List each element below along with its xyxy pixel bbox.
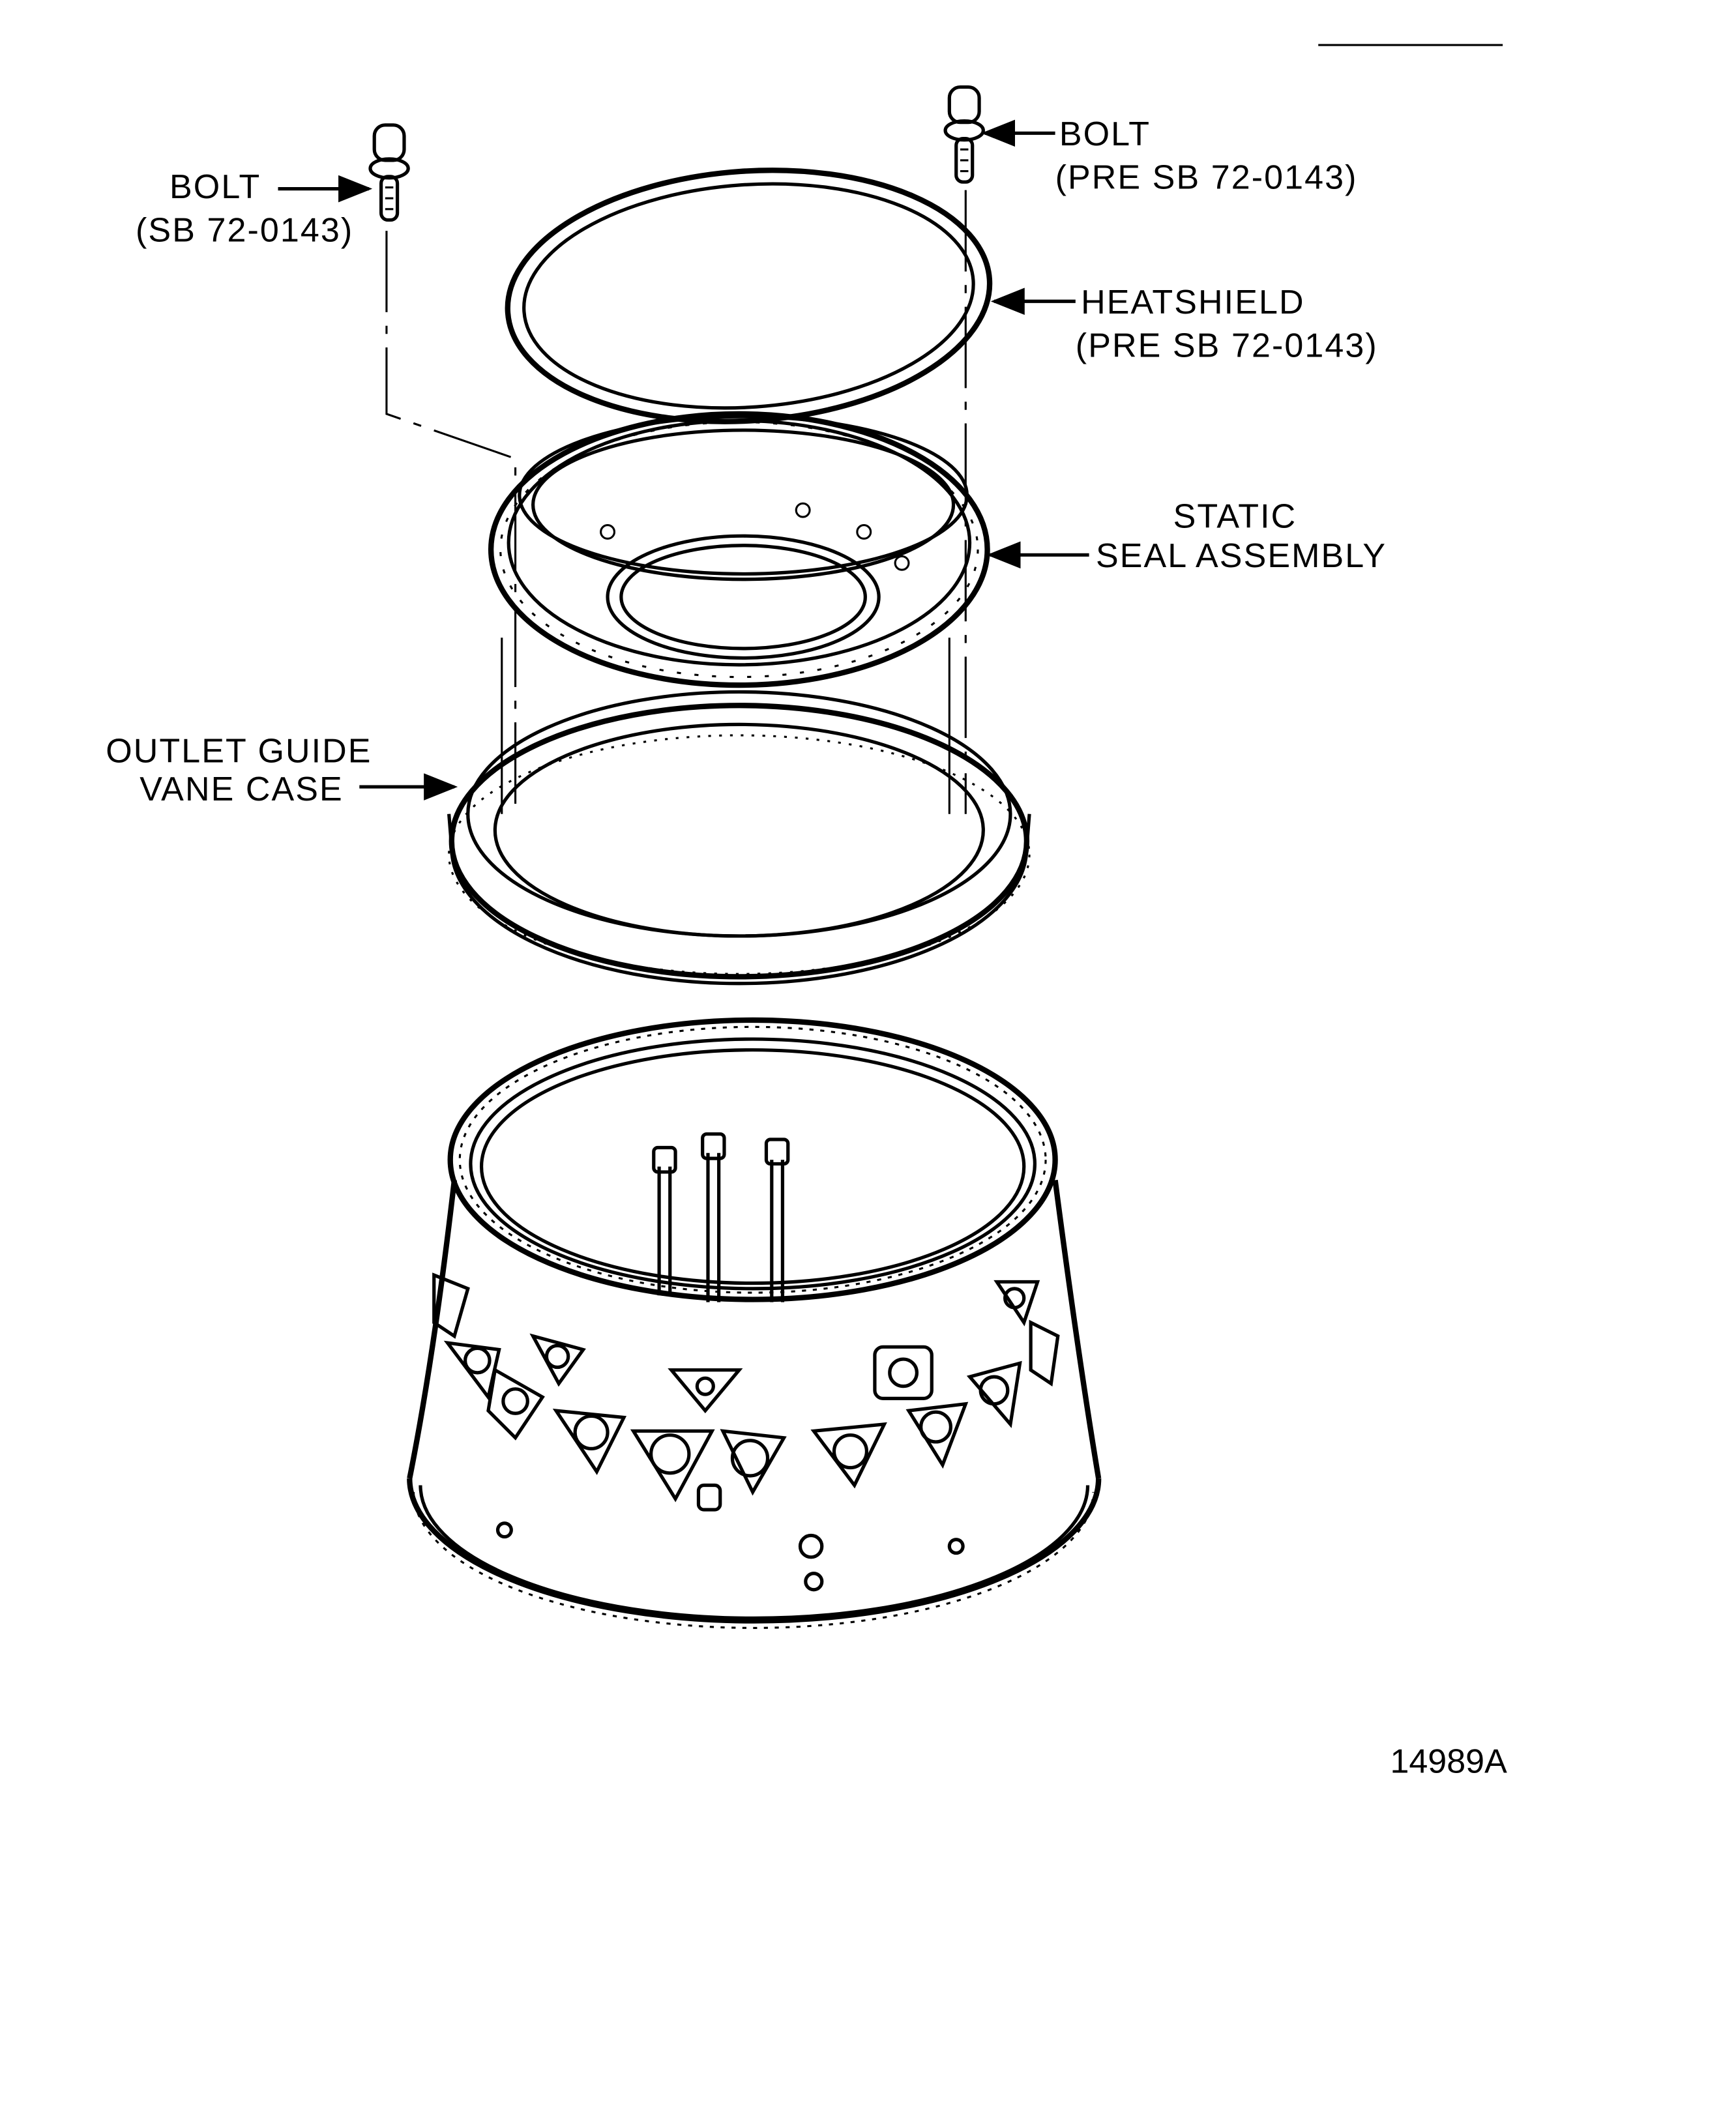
ogv-case-label-line2: VANE CASE — [140, 770, 344, 808]
bolt-right-part — [943, 85, 985, 184]
bolt-right-note: (PRE SB 72-0143) — [1055, 159, 1358, 197]
heatshield-label: HEATSHIELD — [1081, 284, 1304, 321]
static-seal-label-line1: STATIC — [1173, 498, 1297, 536]
figure-number: 14989A — [1390, 1743, 1507, 1781]
engine-case — [407, 1017, 1102, 1629]
outlet-guide-vane-case — [447, 690, 1031, 986]
static-seal-label-line2: SEAL ASSEMBLY — [1096, 537, 1387, 575]
ogv-case-label-line1: OUTLET GUIDE — [106, 733, 372, 770]
bolt-left-centerline — [385, 231, 517, 814]
heatshield-note: (PRE SB 72-0143) — [1076, 327, 1378, 365]
heatshield-ring — [505, 168, 993, 424]
bolt-left-note: (SB 72-0143) — [136, 212, 353, 250]
static-seal-assembly — [488, 411, 990, 688]
bolt-left-label: BOLT — [169, 168, 261, 206]
bolt-right-label: BOLT — [1059, 115, 1151, 153]
bolt-left-part — [368, 123, 410, 222]
